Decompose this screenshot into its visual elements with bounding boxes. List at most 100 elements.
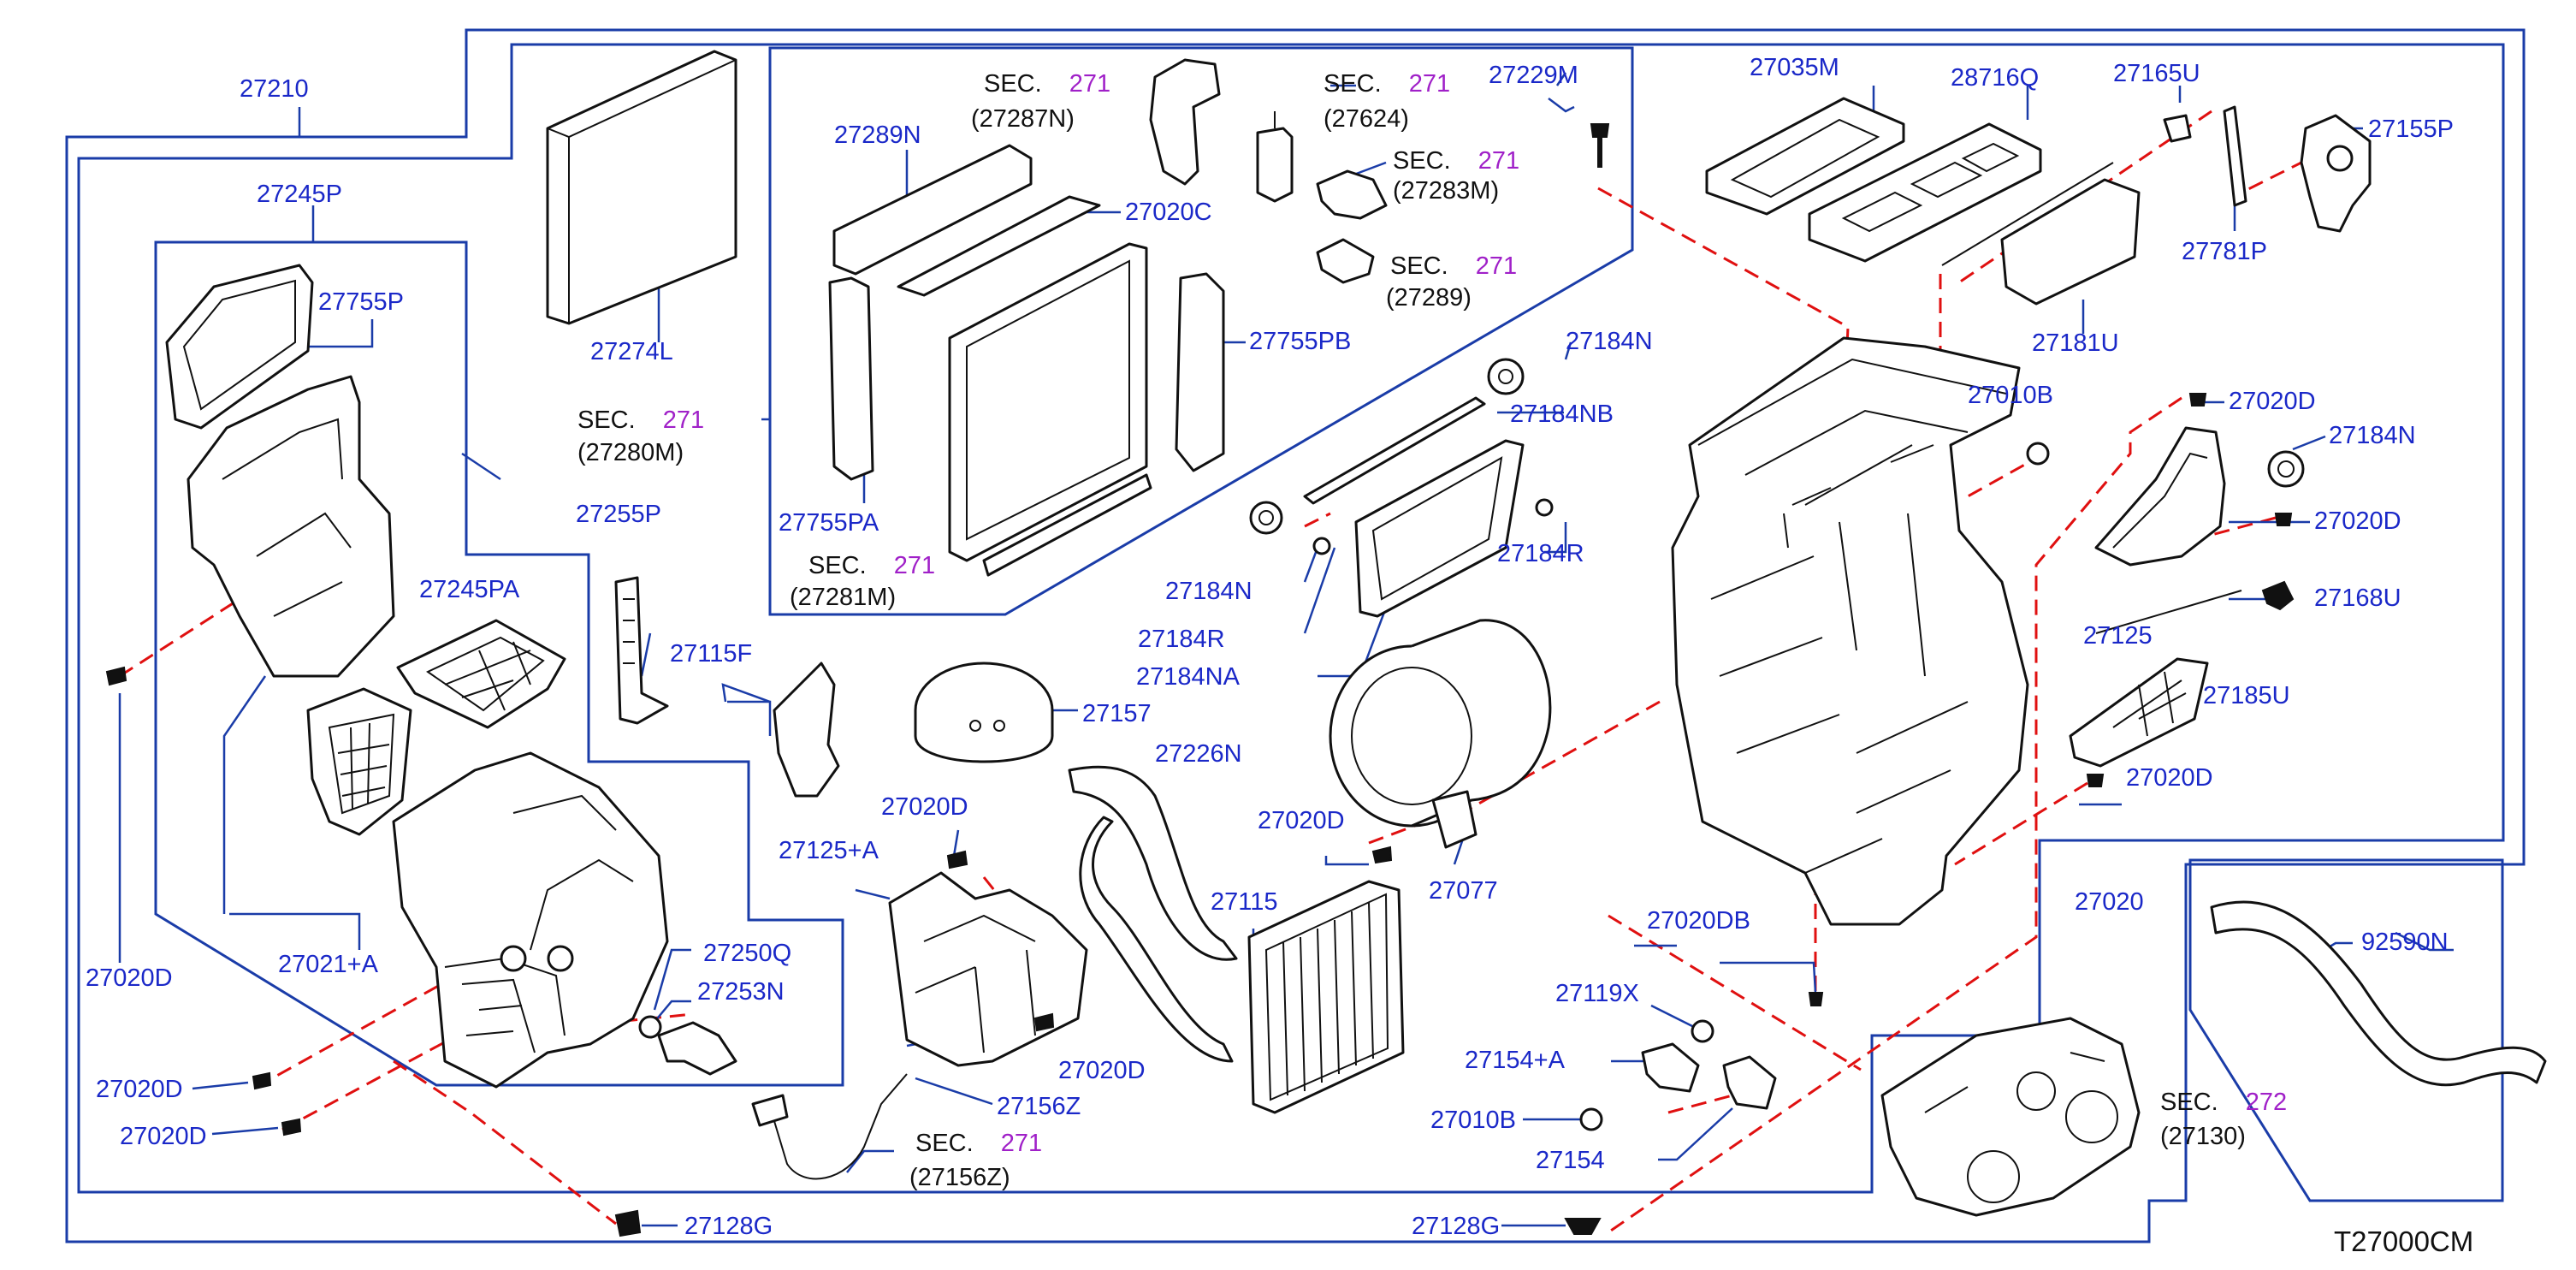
part-label[interactable]: 27210 (240, 75, 309, 103)
section-ref-27281M[interactable]: SEC. 271 (27281M) (790, 552, 935, 611)
leader-line (211, 1126, 279, 1136)
part-actuators-27154 (1579, 1019, 1777, 1131)
part-label[interactable]: 27185U (2203, 682, 2290, 709)
part-label[interactable]: 27181U (2032, 329, 2119, 357)
part-outline (638, 1015, 662, 1039)
part-label[interactable]: 27119X (1555, 980, 1639, 1007)
part-label[interactable]: 27021+A (278, 951, 379, 978)
part-label[interactable]: 27020D (2229, 388, 2316, 415)
part-screw-27020DB (1808, 992, 1824, 1006)
part-label[interactable]: 27010B (1968, 382, 2053, 409)
part-label[interactable]: 27157 (1082, 700, 1152, 727)
part-label[interactable]: 92590N (2361, 929, 2449, 956)
part-outline (1924, 1052, 2105, 1113)
part-label[interactable]: 27020D (2314, 507, 2401, 535)
section-ref-27156Z[interactable]: SEC. 271 (27156Z) (909, 1130, 1042, 1191)
section-ref-27130[interactable]: SEC. 272 (27130) (2160, 1089, 2287, 1150)
part-label[interactable]: 28716Q (1951, 64, 2039, 92)
leader-line (721, 683, 771, 703)
part-labels: 27210 27245P 27755P 27274L 27289N 27020C… (86, 54, 2454, 1240)
part-outline (1303, 396, 1486, 505)
part-label[interactable]: 27245PA (419, 576, 520, 603)
part-outline (1351, 667, 1472, 805)
section-ref-27283M[interactable]: SEC. 271 (27283M) (1393, 147, 1519, 205)
part-label[interactable]: 27226N (1155, 740, 1242, 768)
part-label[interactable]: 27755PB (1249, 328, 1351, 355)
part-outline (1316, 238, 1375, 284)
part-intake-unit-27021A (392, 751, 669, 1089)
part-outline (1316, 169, 1388, 220)
part-label[interactable]: 27020D (2126, 764, 2213, 792)
part-label[interactable]: 27184N (2329, 422, 2416, 449)
part-label[interactable]: 27156Z (997, 1093, 1081, 1120)
part-control-panel-27130 (1880, 1017, 2141, 1217)
part-label[interactable]: 27020DB (1647, 907, 1750, 935)
part-label[interactable]: 27755PA (779, 509, 879, 537)
part-label[interactable]: 27020D (96, 1076, 183, 1103)
leader-line (952, 829, 960, 857)
part-label[interactable]: 27035M (1750, 54, 1839, 81)
part-outline (2026, 442, 2050, 466)
part-label[interactable]: 27289N (834, 122, 921, 149)
part-label[interactable]: 27253N (697, 978, 785, 1006)
part-label[interactable]: 27250Q (703, 940, 791, 967)
section-prefix: SEC. (984, 70, 1042, 98)
part-label[interactable]: 27184N (1165, 578, 1252, 605)
part-label[interactable]: 27020C (1125, 199, 1212, 226)
part-outline (828, 276, 874, 481)
part-filter-frame-27755P (165, 264, 314, 430)
part-outline (500, 945, 527, 972)
part-label[interactable]: 27115 (1211, 888, 1278, 916)
part-label[interactable]: 27020D (86, 964, 173, 992)
section-ref: (27287N) (971, 105, 1075, 133)
part-label[interactable]: 27010B (1430, 1107, 1516, 1134)
part-label[interactable]: 27165U (2113, 60, 2200, 87)
part-outline (623, 598, 635, 664)
part-label[interactable]: 27020 (2075, 888, 2144, 916)
part-label[interactable]: 27184N (1566, 328, 1653, 355)
part-label[interactable]: 27255P (576, 501, 661, 528)
part-label[interactable]: 27184NA (1136, 663, 1241, 691)
part-label[interactable]: 27128G (1412, 1213, 1500, 1240)
part-label[interactable]: 27125 (2083, 622, 2153, 650)
part-outline (1535, 498, 1554, 517)
part-label[interactable]: 27245P (257, 181, 342, 208)
part-label[interactable]: 27154+A (1465, 1047, 1566, 1074)
part-label[interactable]: 27020D (1058, 1057, 1146, 1084)
part-label[interactable]: 27168U (2314, 585, 2401, 612)
part-label[interactable]: 27155P (2368, 116, 2454, 143)
part-label[interactable]: 27020D (1258, 807, 1345, 834)
part-seal-27755PA (828, 276, 874, 481)
section-ref-27287N[interactable]: SEC. 271 (27287N) (971, 70, 1110, 133)
part-outline (1411, 619, 1552, 828)
section-ref-27624[interactable]: SEC. 271 (27624) (1324, 70, 1450, 133)
section-ref-27289[interactable]: SEC. 271 (27289) (1386, 252, 1517, 312)
part-label[interactable]: 27077 (1429, 877, 1498, 905)
diagram-id: T27000CM (2334, 1225, 2473, 1257)
part-label[interactable]: 27184R (1138, 626, 1225, 653)
part-label[interactable]: 27020D (120, 1123, 207, 1150)
section-ref-27280M[interactable]: SEC. 271 (27280M) (577, 407, 704, 466)
part-outline (914, 710, 1054, 763)
part-outline (2261, 580, 2295, 611)
part-label[interactable]: 27184R (1497, 540, 1584, 567)
part-label[interactable]: 27125+A (779, 837, 879, 864)
part-heater-core-27115 (1247, 880, 1405, 1114)
part-label[interactable]: 27184NB (1510, 401, 1614, 428)
part-label[interactable]: 27154 (1536, 1147, 1605, 1174)
part-label[interactable]: 27755P (318, 288, 404, 316)
part-label[interactable]: 27020D (881, 793, 968, 821)
part-outline (2069, 657, 2209, 768)
dashed-line (2241, 148, 2328, 194)
part-label[interactable]: 27128G (684, 1213, 773, 1240)
part-outline (1691, 1019, 1714, 1043)
section-prefix: SEC. (915, 1130, 974, 1157)
part-label[interactable]: 27781P (2182, 238, 2267, 265)
part-label[interactable]: 27115F (670, 640, 752, 668)
part-label[interactable]: 27229M (1489, 62, 1578, 89)
part-hvac-unit-27020 (1671, 336, 2029, 926)
frame-27020-inner (77, 43, 2505, 1194)
leader-line (192, 1081, 249, 1090)
part-label[interactable]: 27274L (590, 338, 673, 365)
